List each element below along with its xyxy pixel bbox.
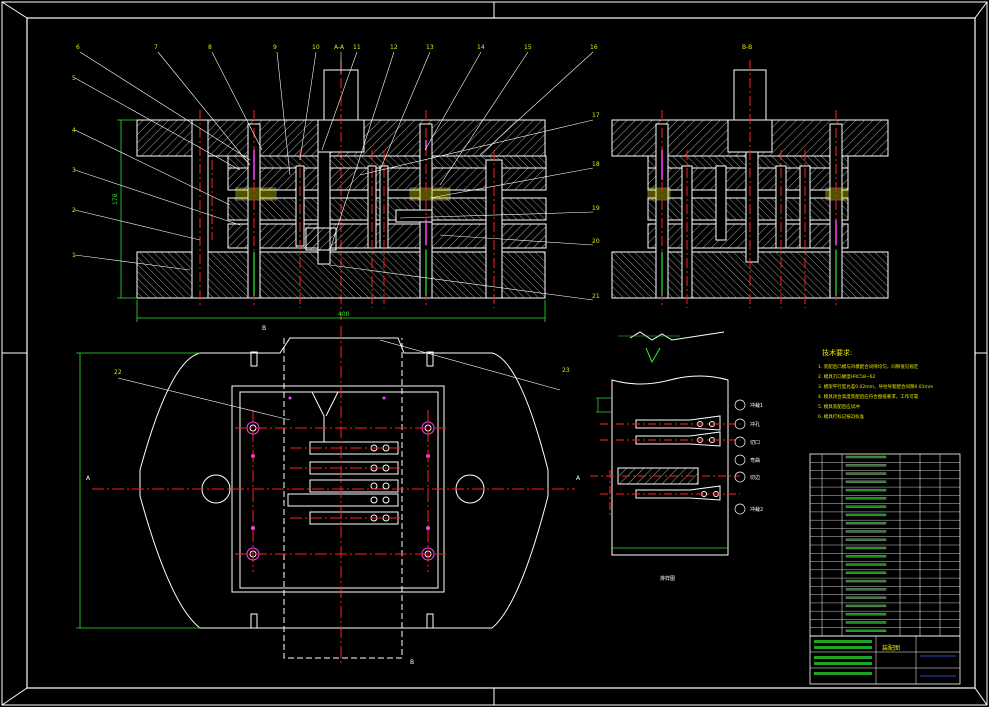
callout-18: 18 — [592, 161, 600, 168]
callout-23: 23 — [562, 367, 570, 374]
callout-1: 1 — [72, 252, 76, 259]
plan-view: 22 23 A A B B — [76, 325, 581, 666]
svg-text:400: 400 — [338, 311, 350, 318]
callout-20: 20 — [592, 238, 600, 245]
callout-6: 6 — [76, 44, 80, 51]
strip-step-label: 切口 — [750, 439, 760, 446]
bom-cell-text — [845, 571, 887, 575]
callout-8: 8 — [208, 44, 212, 51]
callouts-left: 5 4 3 2 1 — [72, 75, 76, 259]
bom-cell-text — [845, 563, 887, 566]
strip-step-labels: 冲裁1 冲孔 切口 弯曲 切边 冲裁2 — [750, 402, 763, 513]
tech-note: 1. 装配后凸模与凹模配合间隙均匀，间隙值见规定 — [818, 363, 919, 370]
tech-note: 3. 模架平行度允差0.02mm，导柱导套配合间隙0.01mm — [818, 383, 933, 390]
strip-caption: 排样图 — [660, 575, 675, 582]
bom-cell-text — [845, 612, 887, 616]
callout-11: 11 — [353, 44, 361, 51]
bom-cell-text — [845, 488, 887, 492]
tech-note: 6. 模具打标记按ZJ标准 — [818, 413, 865, 420]
callout-16: 16 — [590, 44, 598, 51]
bom-cell-text — [845, 538, 887, 541]
tech-title: 技术要求: — [822, 348, 852, 357]
callout-19: 19 — [592, 205, 600, 212]
bom-cell-text — [845, 472, 887, 475]
bom-cell-text — [845, 579, 887, 583]
callout-15: 15 — [524, 44, 532, 51]
callouts-top: 6 7 8 9 10 11 12 13 14 15 16 17 18 19 20… — [76, 44, 600, 300]
view-mark-a-right: A — [576, 475, 581, 482]
callout-4: 4 — [72, 127, 76, 134]
technical-requirements: 技术要求: 1. 装配后凸模与凹模配合间隙均匀，间隙值见规定 2. 模具刃口硬度… — [818, 348, 933, 420]
section-b-label: B-B — [742, 44, 752, 51]
title-block: 装配图 — [809, 635, 961, 685]
bom-cell-text — [845, 513, 887, 517]
bom-cell-text — [845, 505, 887, 508]
strip-step-label: 切边 — [750, 474, 760, 481]
callout-13: 13 — [426, 44, 434, 51]
bom-cell-text — [845, 530, 887, 533]
callout-22: 22 — [114, 369, 122, 376]
bom-cell-text — [845, 588, 887, 591]
svg-text:178: 178 — [112, 193, 119, 205]
callout-5: 5 — [72, 75, 76, 82]
bom-cell-text — [845, 521, 887, 525]
title-block-name: 装配图 — [882, 644, 900, 652]
bom-cell-text — [845, 555, 887, 558]
callout-14: 14 — [477, 44, 485, 51]
bom-cell-text — [845, 596, 887, 599]
bill-of-materials — [809, 453, 961, 637]
bom-cell-text — [845, 604, 887, 608]
callout-21: 21 — [592, 293, 600, 300]
callout-12: 12 — [390, 44, 398, 51]
strip-step-label: 冲孔 — [750, 421, 760, 428]
bom-cell-text — [845, 621, 887, 624]
callout-9: 9 — [273, 44, 277, 51]
side-section-view: B-B — [611, 44, 889, 308]
bom-cell-text — [845, 464, 887, 467]
tech-note: 2. 模具刃口硬度HRC58~62 — [818, 373, 876, 380]
tech-note: 4. 模具闭合高度装配后应符合图纸要求，工作可靠 — [818, 393, 919, 400]
view-mark-a-left: A — [86, 475, 91, 482]
strip-step-label: 冲裁2 — [750, 506, 763, 513]
strip-step-label: 弯曲 — [750, 457, 760, 464]
callout-17: 17 — [592, 112, 600, 119]
bom-cell-text — [845, 629, 887, 632]
bom-cell-text — [845, 455, 887, 459]
tech-note: 5. 模具装配后应试冲 — [818, 403, 860, 410]
callout-10: 10 — [312, 44, 320, 51]
view-mark-b-top: B — [262, 325, 266, 332]
section-a-label: A-A — [334, 44, 345, 51]
bom-cell-text — [845, 497, 887, 500]
bom-cell-text — [845, 546, 887, 550]
callout-2: 2 — [72, 207, 76, 214]
callout-7: 7 — [154, 44, 158, 51]
callout-3: 3 — [72, 167, 76, 174]
strip-step-label: 冲裁1 — [750, 402, 763, 409]
front-section-view: 178 400 6 — [72, 44, 600, 322]
bom-cell-text — [845, 480, 887, 484]
view-mark-b-bottom: B — [410, 659, 414, 666]
strip-layout: 冲裁1 冲孔 切口 弯曲 切边 冲裁2 排样图 — [590, 331, 763, 582]
